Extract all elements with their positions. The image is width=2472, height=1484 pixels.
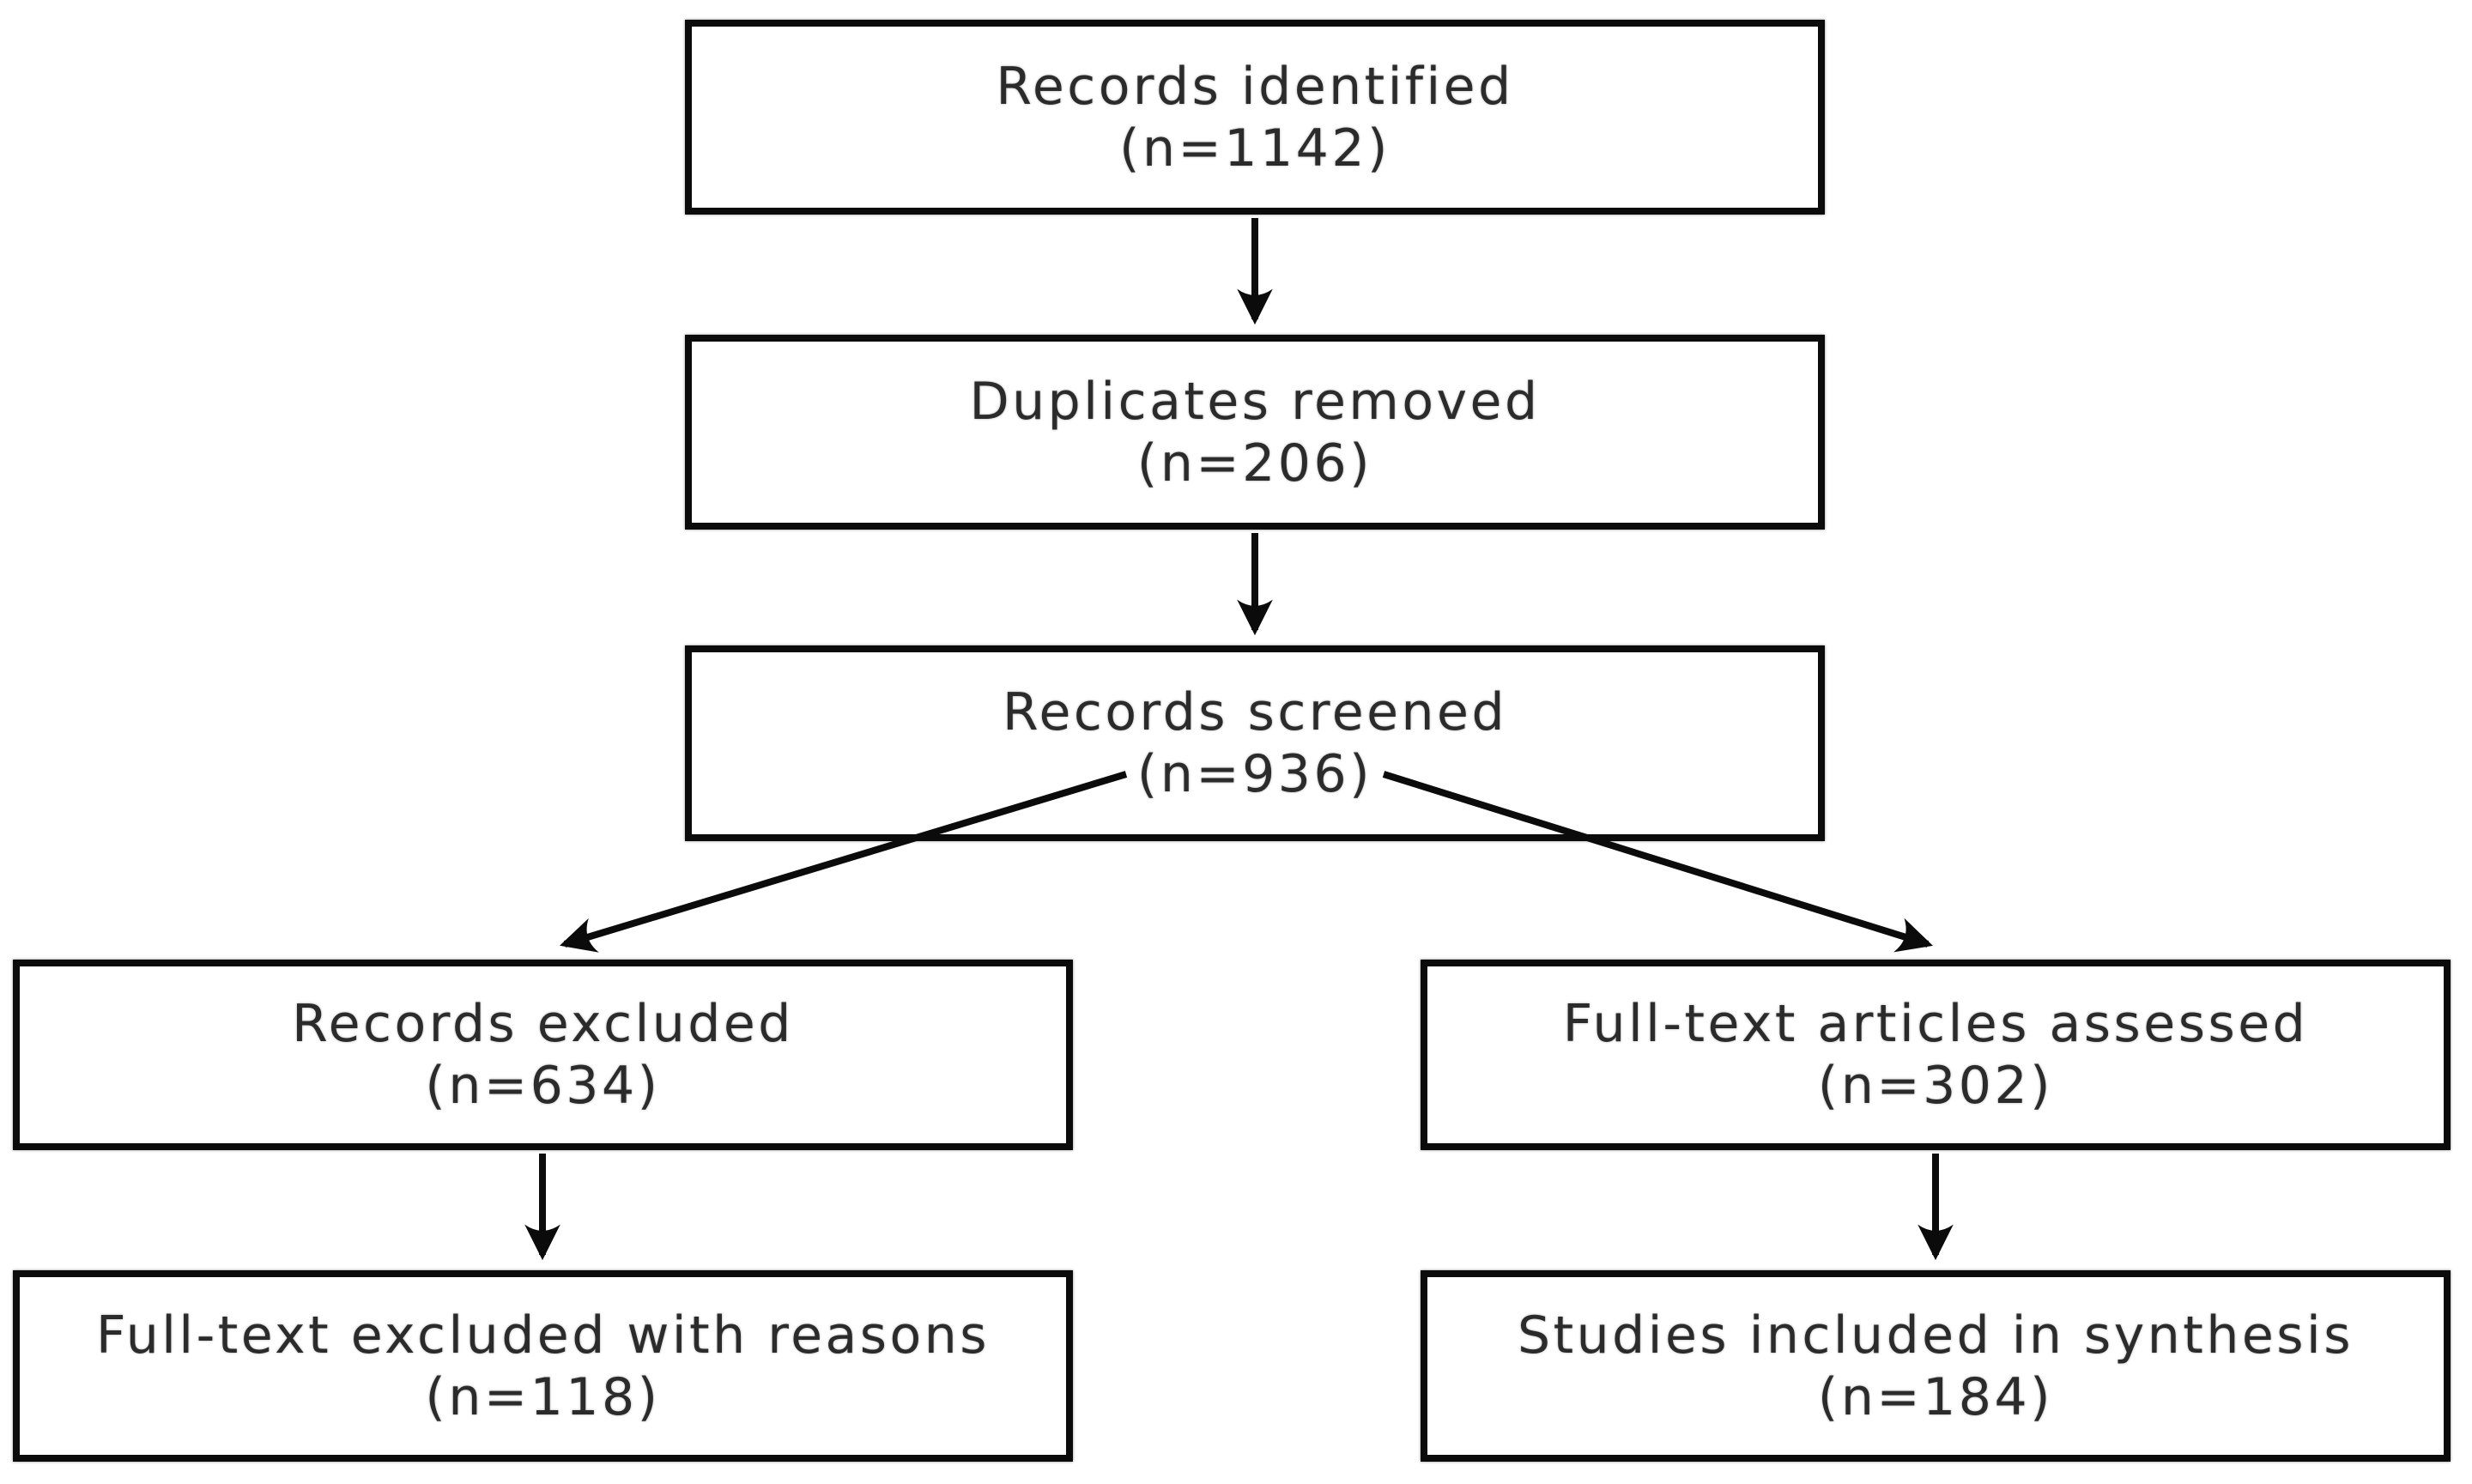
box-count: (n=206) — [1136, 433, 1373, 494]
box-count: (n=634) — [425, 1056, 661, 1116]
box-count: (n=184) — [1817, 1366, 2054, 1427]
flow-box-fulltext-excluded-reasons: Full-text excluded with reasons (n=118) — [13, 1270, 1073, 1462]
flow-box-fulltext-articles-assessed: Full-text articles assessed (n=302) — [1421, 960, 2451, 1150]
flow-box-duplicates-removed: Duplicates removed (n=206) — [685, 335, 1825, 530]
box-label: Duplicates removed — [969, 371, 1541, 432]
box-label: Records identified — [996, 56, 1514, 117]
box-count: (n=302) — [1817, 1056, 2054, 1116]
box-label: Studies included in synthesis — [1518, 1305, 2354, 1366]
box-label: Records excluded — [292, 994, 794, 1054]
flow-box-records-excluded: Records excluded (n=634) — [13, 960, 1073, 1150]
box-count: (n=936) — [1136, 744, 1373, 804]
box-label: Full-text articles assessed — [1562, 994, 2309, 1054]
box-label: Full-text excluded with reasons — [95, 1305, 991, 1366]
box-count: (n=1142) — [1119, 118, 1390, 179]
box-count: (n=118) — [425, 1366, 661, 1427]
flow-box-records-screened: Records screened (n=936) — [685, 645, 1825, 841]
box-label: Records screened — [1002, 682, 1508, 742]
flow-box-studies-included-synthesis: Studies included in synthesis (n=184) — [1421, 1270, 2451, 1462]
flow-box-records-identified: Records identified (n=1142) — [685, 20, 1825, 215]
